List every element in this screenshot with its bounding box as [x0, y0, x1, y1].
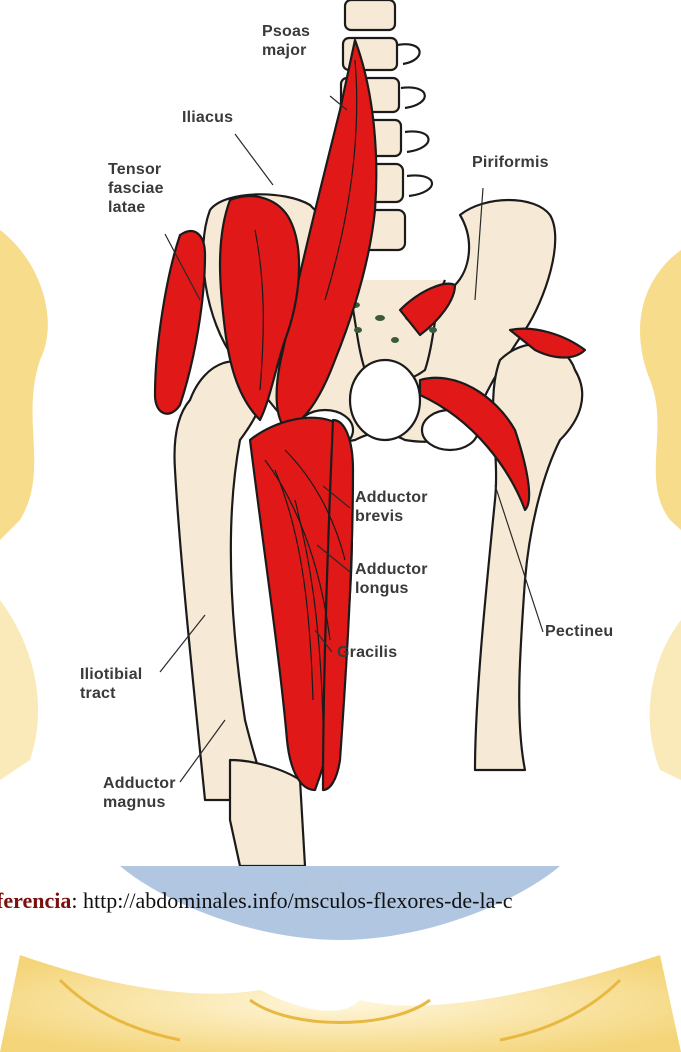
label-iliotibial-tract: Iliotibial tract	[80, 665, 142, 703]
reference-caption: ferencia: http://abdominales.info/msculo…	[0, 888, 681, 914]
label-adductor-magnus: Adductor magnus	[103, 774, 176, 812]
label-iliacus: Iliacus	[182, 108, 233, 127]
label-psoas-major: Psoas major	[262, 22, 310, 60]
caption-separator: :	[71, 888, 83, 913]
caption-url: http://abdominales.info/msculos-flexores…	[83, 888, 512, 913]
anatomy-figure: Psoas major Iliacus Tensor fasciae latae…	[55, 0, 638, 866]
hip-muscles-illustration	[55, 0, 638, 866]
label-gracilis: Gracilis	[337, 643, 397, 662]
label-adductor-brevis: Adductor brevis	[355, 488, 428, 526]
label-pectineus: Pectineu	[545, 622, 613, 641]
label-piriformis: Piriformis	[472, 153, 549, 172]
caption-prefix: ferencia	[0, 888, 71, 913]
label-tensor-fasciae-latae: Tensor fasciae latae	[108, 160, 164, 217]
label-adductor-longus: Adductor longus	[355, 560, 428, 598]
